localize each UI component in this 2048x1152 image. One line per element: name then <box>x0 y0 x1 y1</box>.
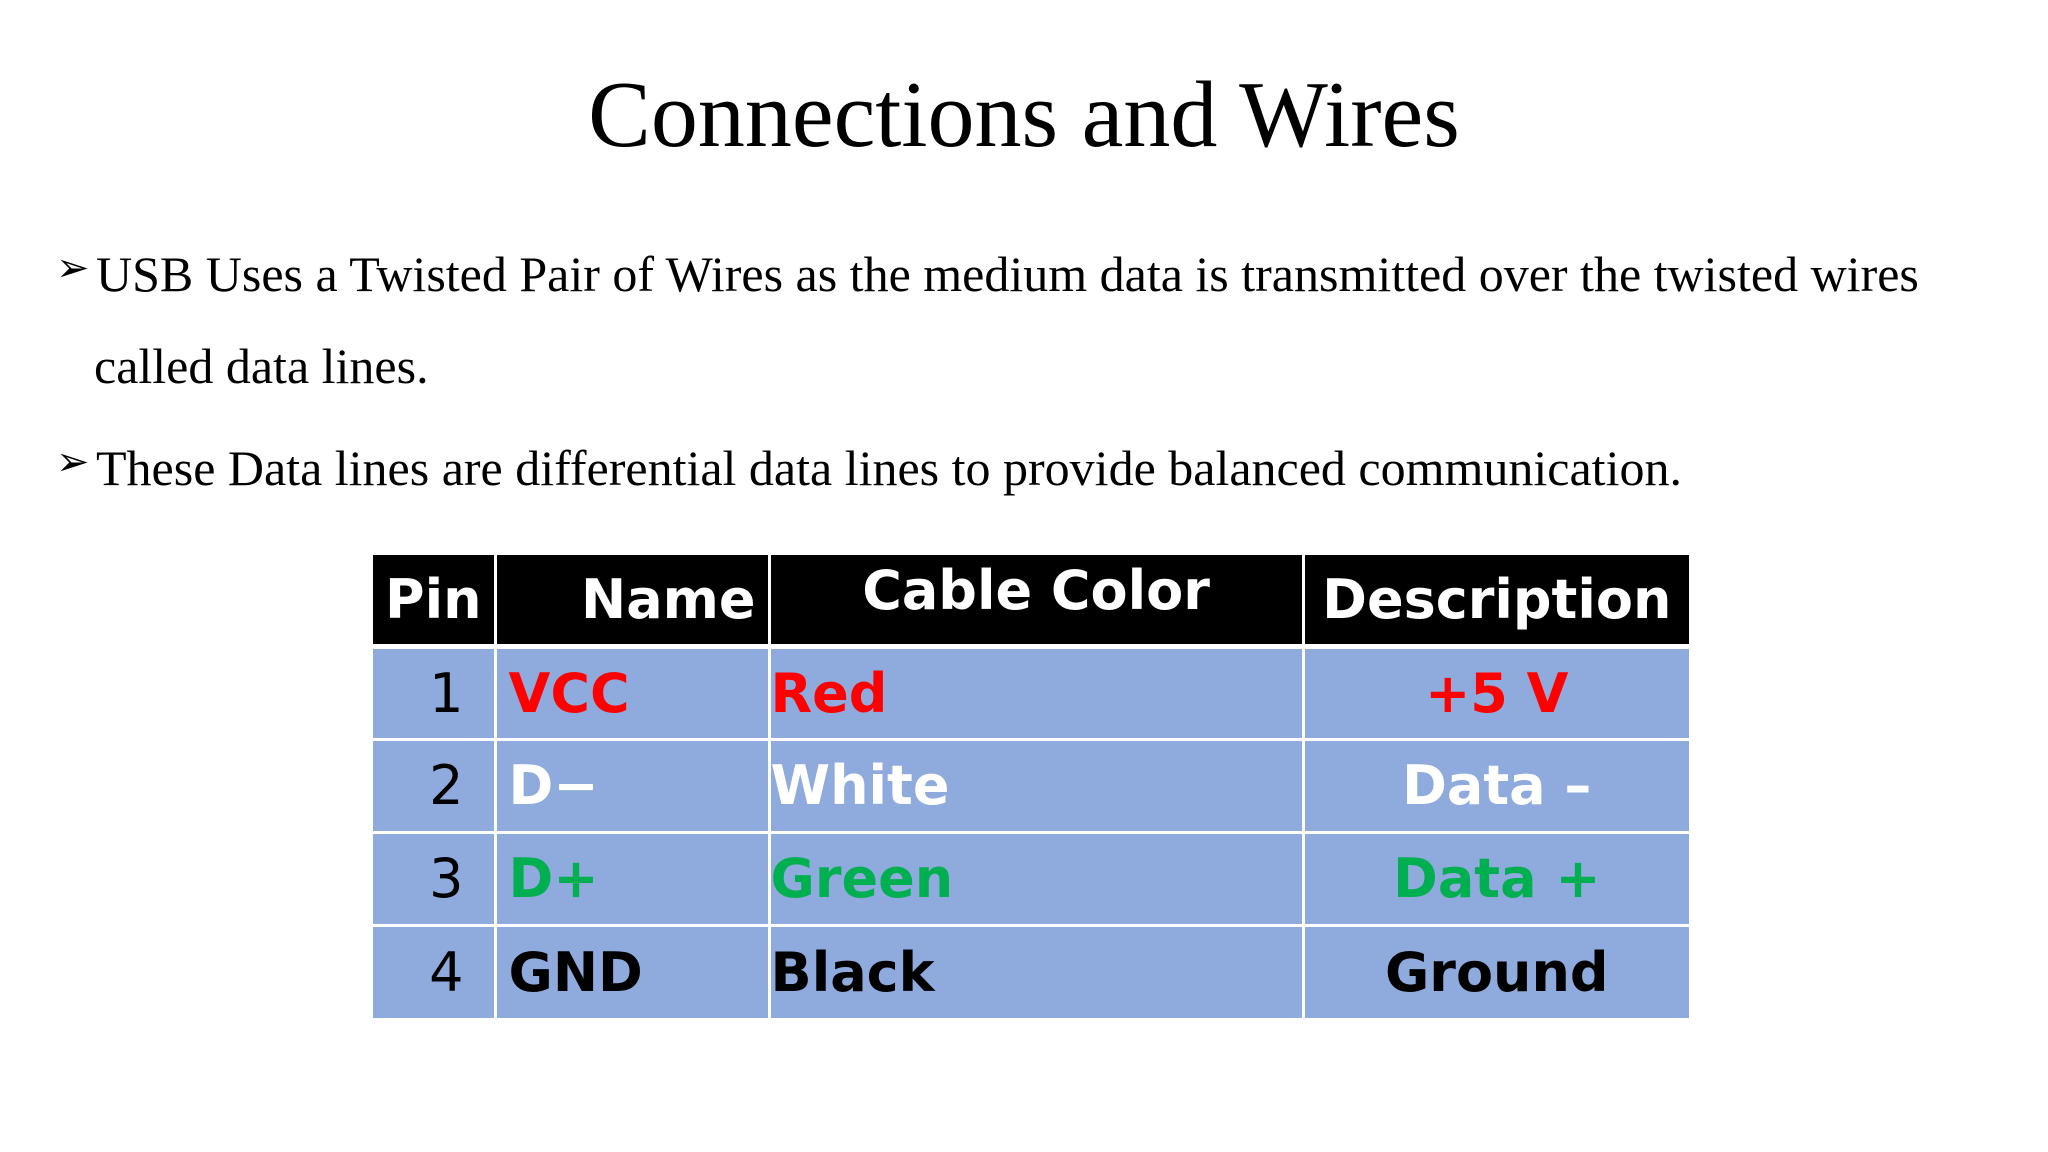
pin-cell: 3 <box>373 832 497 927</box>
bullet-item: ➢These Data lines are differential data … <box>56 435 2036 501</box>
description-cell: Data – <box>1303 739 1690 834</box>
bullet-text: USB Uses a Twisted Pair of Wires as the … <box>96 246 1919 302</box>
name-cell: VCC <box>495 646 771 741</box>
table-row: 2 D− White Data – <box>373 739 1690 834</box>
bullet-text: These Data lines are differential data l… <box>96 440 1682 496</box>
header-pin: Pin <box>373 555 497 649</box>
cable-color-cell: White <box>769 739 1305 834</box>
arrow-bullet-icon: ➢ <box>56 245 90 290</box>
name-cell: GND <box>495 925 771 1018</box>
header-cable-color: Cable Color <box>769 555 1305 649</box>
slide-title: Connections and Wires <box>588 63 1460 167</box>
table-header-row: Pin Name Cable Color Description <box>373 555 1690 649</box>
table-row: 3 D+ Green Data + <box>373 832 1690 927</box>
table-row: 4 GND Black Ground <box>373 925 1690 1018</box>
bullet-item: ➢USB Uses a Twisted Pair of Wires as the… <box>56 228 2036 412</box>
table-row: 1 VCC Red +5 V <box>373 646 1690 741</box>
name-cell: D− <box>495 739 771 834</box>
pin-cell: 4 <box>373 925 497 1018</box>
cable-color-cell: Red <box>769 646 1305 741</box>
cable-color-cell: Green <box>769 832 1305 927</box>
header-name: Name <box>495 555 771 649</box>
bullet-text-continuation: called data lines. <box>94 338 429 394</box>
usb-pinout-table: Pin Name Cable Color Description 1 VCC R… <box>373 555 1690 1018</box>
header-description: Description <box>1303 555 1690 649</box>
cable-color-cell: Black <box>769 925 1305 1018</box>
pin-cell: 1 <box>373 646 497 741</box>
name-cell: D+ <box>495 832 771 927</box>
pin-cell: 2 <box>373 739 497 834</box>
description-cell: +5 V <box>1303 646 1690 741</box>
description-cell: Ground <box>1303 925 1690 1018</box>
description-cell: Data + <box>1303 832 1690 927</box>
arrow-bullet-icon: ➢ <box>56 439 90 484</box>
